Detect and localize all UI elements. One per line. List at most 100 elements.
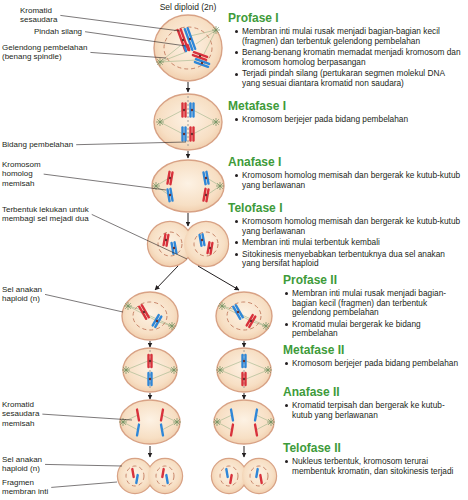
centrosome-ray xyxy=(123,422,126,425)
cell-body xyxy=(242,459,276,493)
spindle-fiber xyxy=(160,110,183,122)
centromere xyxy=(237,311,239,313)
leader-line xyxy=(51,482,117,487)
centrosome-ray xyxy=(128,306,131,309)
division-plane xyxy=(150,350,151,390)
bullet-dot xyxy=(285,323,288,326)
stage-description: Membran inti mulai terbentuk kembali xyxy=(242,238,464,248)
centrosome-ray xyxy=(217,419,220,422)
centromere xyxy=(165,239,167,241)
centromere xyxy=(169,177,171,179)
cell-body xyxy=(120,400,180,444)
nuclear-membrane-fragment xyxy=(126,466,144,486)
leader-line xyxy=(44,174,166,190)
centrosome-ray xyxy=(266,323,269,326)
spindle-fiber xyxy=(217,415,232,422)
spindle-fiber xyxy=(246,361,268,370)
centrosome-ray xyxy=(172,326,175,329)
centromere xyxy=(156,320,158,322)
centrosome-ray xyxy=(217,367,220,370)
centrosome-ray xyxy=(219,303,222,306)
cell-body xyxy=(216,292,272,340)
stage-description: Nukleus terbentuk, kromosom terurai memb… xyxy=(292,457,464,476)
spindle-fiber xyxy=(193,122,216,134)
nuclear-membrane-fragment xyxy=(156,466,174,486)
chromatid xyxy=(196,59,209,64)
bullet-dot xyxy=(235,30,238,33)
centrosome-ray xyxy=(214,419,217,422)
spindle-fiber xyxy=(160,52,186,62)
chromatid xyxy=(161,425,163,436)
stage-heading: Metafase I xyxy=(228,100,286,113)
centromere xyxy=(169,194,171,196)
stage-description: Sitokinesis menyebabkan terbentuknya dua… xyxy=(242,250,464,269)
cell-outline xyxy=(242,459,276,493)
centrosome-ray xyxy=(157,59,160,62)
leader-line xyxy=(45,464,122,466)
cell-body xyxy=(214,400,274,444)
centromere xyxy=(173,247,175,249)
centromere xyxy=(205,177,207,179)
spindle-fiber xyxy=(160,60,197,62)
stage-description: Benang-benang kromatin memadat menjadi k… xyxy=(242,48,464,67)
centromere xyxy=(143,311,145,313)
bullet-dot xyxy=(285,460,288,463)
cell-body xyxy=(184,222,228,266)
centromere xyxy=(201,239,203,241)
centrosome-ray xyxy=(217,370,220,373)
centrosome-ray xyxy=(265,370,268,373)
centromere xyxy=(243,360,245,362)
centromere xyxy=(199,55,201,57)
leader-line xyxy=(90,52,166,58)
bullet-dot xyxy=(285,292,288,295)
chromatid xyxy=(260,475,261,483)
chromatid xyxy=(136,475,137,483)
centrosome-ray xyxy=(174,419,177,422)
chromatid xyxy=(255,425,257,436)
spindle-fiber xyxy=(162,415,177,422)
centromere xyxy=(205,194,207,196)
cell-body xyxy=(154,94,222,150)
centrosome-ray xyxy=(128,303,131,306)
leader-line xyxy=(76,142,186,145)
centrosome-ray xyxy=(126,367,129,370)
process-arrow xyxy=(150,393,151,399)
stage-description: Kromatid terpisah dan bergerak ke kutub-… xyxy=(292,401,464,420)
chromatid xyxy=(255,410,257,421)
spindle-fiber xyxy=(160,46,180,62)
centrosome-ray xyxy=(160,122,163,125)
centrosome-ray xyxy=(125,306,128,309)
stage-description: Kromosom homolog memisah dan bergerak ke… xyxy=(242,171,464,190)
process-arrow xyxy=(244,446,245,457)
centrosome-ray xyxy=(263,326,266,329)
bullet-dot xyxy=(235,51,238,54)
centrosome-ray xyxy=(123,367,126,370)
centromere xyxy=(149,360,151,362)
stage-description: Kromosom homolog memisah dan bergerak ke… xyxy=(242,217,464,236)
centrosome-ray xyxy=(169,323,172,326)
centrosome-ray xyxy=(169,326,172,329)
centromere xyxy=(182,39,184,41)
centromere xyxy=(209,247,211,249)
spindle-fiber xyxy=(256,422,271,430)
part-label: Gelendong pembelahan (benang spindle) xyxy=(2,43,112,62)
stage-heading: Profase II xyxy=(283,274,337,287)
part-label: Fragmen membran inti xyxy=(2,478,57,497)
centrosome-ray xyxy=(214,422,217,425)
cell-outline xyxy=(212,459,246,493)
leader-line xyxy=(45,294,123,312)
centrosome-ray xyxy=(160,62,163,65)
chromatid xyxy=(132,469,133,477)
centrosome-ray xyxy=(217,422,220,425)
spindle-fiber xyxy=(196,30,216,44)
centromere xyxy=(189,38,191,40)
part-label: Bidang pembelahan xyxy=(2,140,73,149)
bullet-dot xyxy=(235,220,238,223)
centrosome-ray xyxy=(177,422,180,425)
centrosome-ray xyxy=(172,323,175,326)
chromatid xyxy=(155,317,161,327)
spindle-fiber xyxy=(160,122,183,134)
centrosome-ray xyxy=(157,62,160,65)
centrosome-ray xyxy=(220,186,223,189)
